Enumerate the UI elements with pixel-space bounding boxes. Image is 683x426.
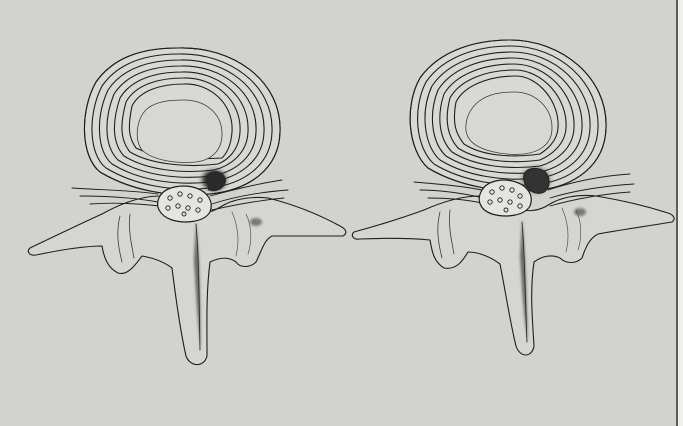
right-disc-annulus — [410, 40, 606, 193]
left-vertebra — [28, 48, 345, 365]
right-vertebra — [352, 40, 674, 355]
right-posterior-arch — [352, 195, 674, 355]
left-spinal-cord — [158, 186, 212, 222]
left-disc-annulus — [84, 48, 280, 195]
right-spinal-cord — [479, 180, 531, 216]
